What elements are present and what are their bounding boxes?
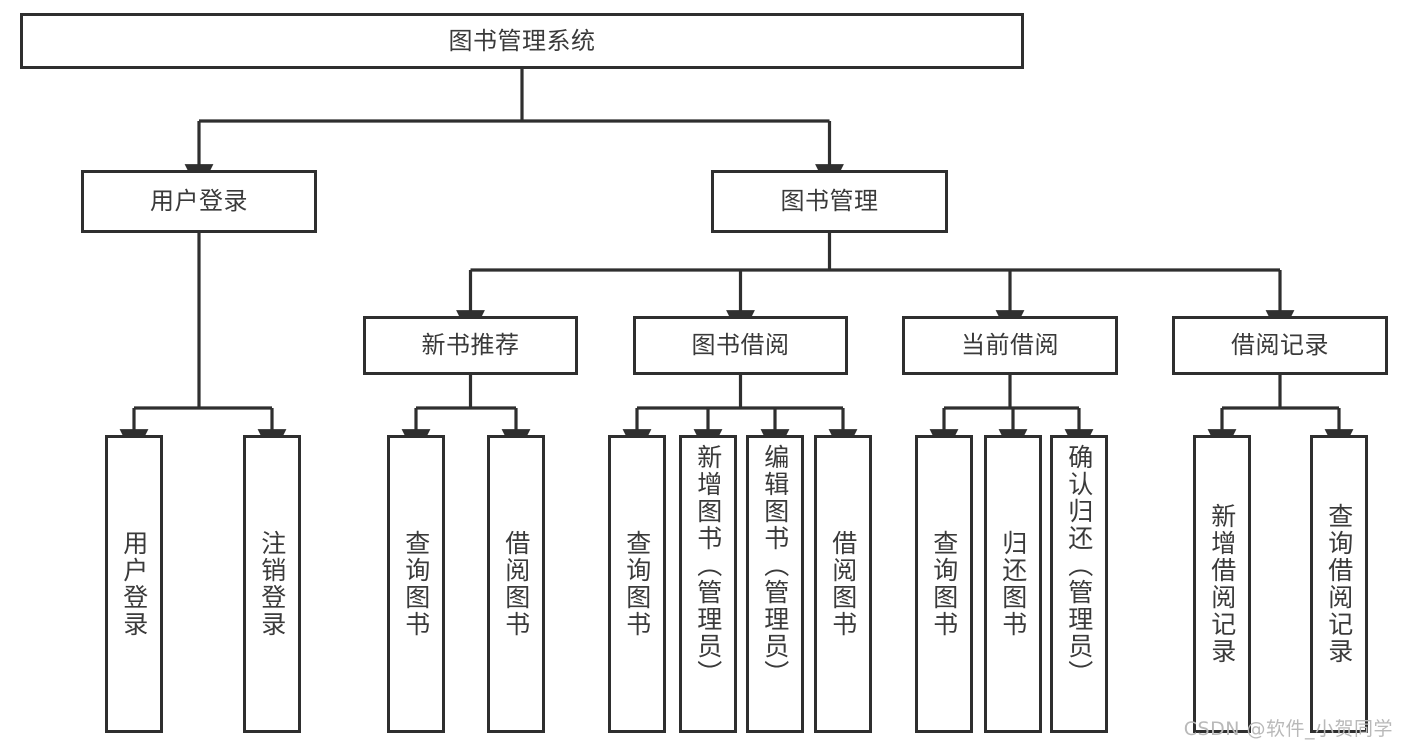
node-leaf-borrow-book-1[interactable]: 借阅图书 xyxy=(487,435,545,733)
node-label-leaf-query-book-3: 查询图书 xyxy=(929,530,959,638)
node-leaf-edit-book-admin[interactable]: 编辑图书（管理员） xyxy=(746,435,804,733)
node-label-leaf-borrow-book-1: 借阅图书 xyxy=(501,530,531,638)
node-label-leaf-query-book-1: 查询图书 xyxy=(401,530,431,638)
node-book-management[interactable]: 图书管理 xyxy=(711,170,948,233)
node-label-borrow-record: 借阅记录 xyxy=(1231,331,1329,360)
node-user-login[interactable]: 用户登录 xyxy=(81,170,317,233)
node-label-leaf-confirm-return-admin: 确认归还（管理员） xyxy=(1064,444,1094,687)
node-leaf-query-book-1[interactable]: 查询图书 xyxy=(387,435,445,733)
node-label-leaf-query-book-2: 查询图书 xyxy=(622,530,652,638)
edge-group xyxy=(119,69,1354,458)
node-label-book-management: 图书管理 xyxy=(780,187,879,216)
node-label-leaf-query-borrow-record: 查询借阅记录 xyxy=(1324,503,1354,665)
node-label-leaf-add-book-admin: 新增图书（管理员） xyxy=(693,444,723,687)
node-book-borrow[interactable]: 图书借阅 xyxy=(633,316,848,375)
node-label-leaf-add-borrow-record: 新增借阅记录 xyxy=(1207,503,1237,665)
node-leaf-return-book[interactable]: 归还图书 xyxy=(984,435,1042,733)
node-new-book-recommend[interactable]: 新书推荐 xyxy=(363,316,578,375)
node-label-leaf-borrow-book-2: 借阅图书 xyxy=(828,530,858,638)
node-root[interactable]: 图书管理系统 xyxy=(20,13,1024,69)
node-leaf-user-login[interactable]: 用户登录 xyxy=(105,435,163,733)
node-label-book-borrow: 图书借阅 xyxy=(691,331,790,360)
node-leaf-add-book-admin[interactable]: 新增图书（管理员） xyxy=(679,435,737,733)
node-leaf-borrow-book-2[interactable]: 借阅图书 xyxy=(814,435,872,733)
node-label-leaf-edit-book-admin: 编辑图书（管理员） xyxy=(760,444,790,687)
node-leaf-logout-login[interactable]: 注销登录 xyxy=(243,435,301,733)
node-label-current-borrow: 当前借阅 xyxy=(961,331,1059,360)
node-current-borrow[interactable]: 当前借阅 xyxy=(902,316,1118,375)
node-leaf-query-book-3[interactable]: 查询图书 xyxy=(915,435,973,733)
node-leaf-add-borrow-record[interactable]: 新增借阅记录 xyxy=(1193,435,1251,733)
node-leaf-query-book-2[interactable]: 查询图书 xyxy=(608,435,666,733)
node-label-leaf-logout-login: 注销登录 xyxy=(257,530,287,638)
node-label-root: 图书管理系统 xyxy=(448,26,596,55)
node-label-new-book-recommend: 新书推荐 xyxy=(421,331,520,360)
node-label-user-login: 用户登录 xyxy=(150,187,248,216)
node-label-leaf-return-book: 归还图书 xyxy=(998,530,1028,638)
node-leaf-query-borrow-record[interactable]: 查询借阅记录 xyxy=(1310,435,1368,733)
node-label-leaf-user-login: 用户登录 xyxy=(119,530,149,638)
node-borrow-record[interactable]: 借阅记录 xyxy=(1172,316,1388,375)
node-leaf-confirm-return-admin[interactable]: 确认归还（管理员） xyxy=(1050,435,1108,733)
